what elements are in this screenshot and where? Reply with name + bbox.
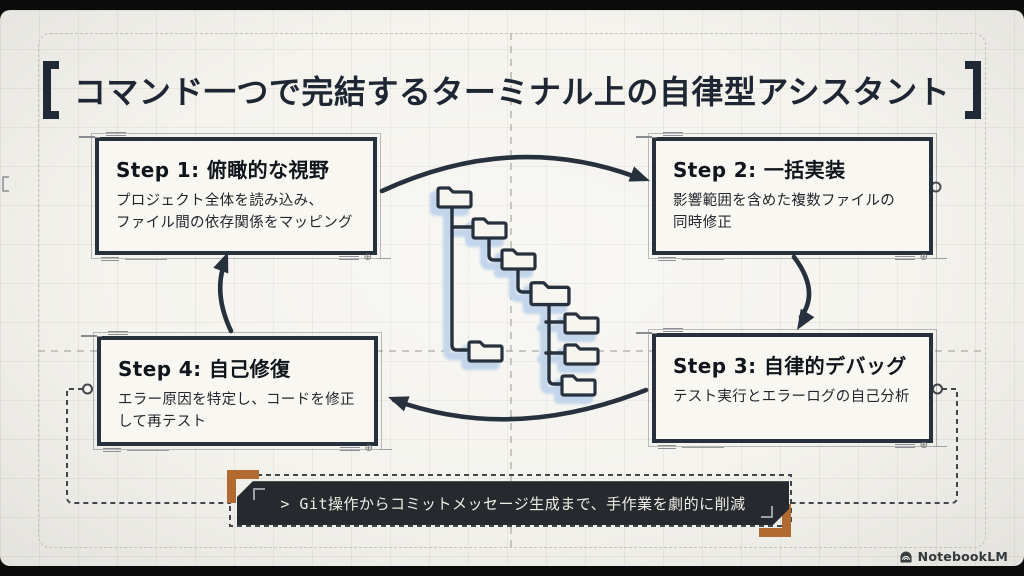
branding: NotebookLM (899, 549, 1008, 564)
step-heading: Step 1: 俯瞰的な視野 (116, 158, 330, 182)
step-heading: Step 2: 一括実装 (673, 158, 846, 182)
step-heading: Step 4: 自己修復 (118, 357, 291, 381)
step-body: テスト実行とエラーログの自己分析 (673, 389, 910, 405)
dashed-frame (38, 33, 986, 548)
step-body: 影響範囲を含めた複数ファイルの 同時修正 (673, 193, 895, 232)
terminal-note-bar: > Git操作からコミットメッセージ生成まで、手作業を劇的に削減 (237, 481, 789, 525)
step-card-1: ⊕ Step 1: 俯瞰的な視野 プロジェクト全体を読み込み、 ファイル間の依存… (84, 132, 391, 263)
step-card-4: ⊕ Step 4: 自己修復 エラー原因を特定し、コードを修正 して再テスト (86, 331, 392, 454)
terminal-bracket-mark-icon (253, 488, 265, 500)
title-row: コマンド一つで完結するターミナル上の自律型アシスタント (0, 60, 1024, 120)
notebooklm-logo-icon (900, 550, 912, 563)
branding-label: NotebookLM (917, 549, 1008, 564)
terminal-bracket-mark-icon (761, 506, 773, 518)
step-card-3: ⊕ Step 3: 自律的デバッグ テスト実行とエラーログの自己分析 (641, 328, 947, 451)
step-body: エラー原因を特定し、コードを修正 して再テスト (118, 392, 355, 431)
terminal-note-text: > Git操作からコミットメッセージ生成まで、手作業を劇的に削減 (280, 494, 746, 513)
step-card-2: ⊕ Step 2: 一括実装 影響範囲を含めた複数ファイルの 同時修正 (641, 132, 947, 263)
page-title: コマンド一つで完結するターミナル上の自律型アシスタント (73, 73, 951, 111)
step-heading: Step 3: 自律的デバッグ (673, 354, 907, 378)
title-bracket-right-icon (965, 61, 982, 119)
step-body: プロジェクト全体を読み込み、 ファイル間の依存関係をマッピング (116, 193, 353, 232)
title-bracket-left-icon (42, 61, 59, 119)
